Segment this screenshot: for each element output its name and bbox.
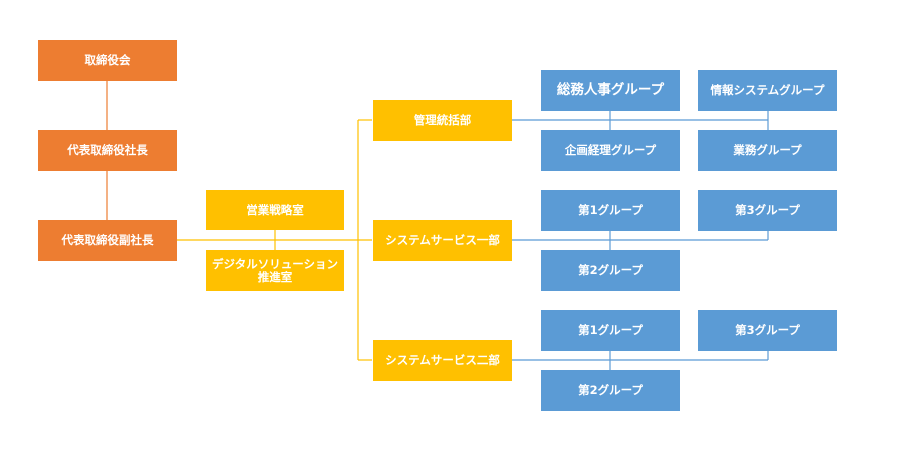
- hr-group-box: 総務人事グループ: [541, 70, 680, 111]
- system1-group-1-box: 第1グループ: [541, 190, 680, 231]
- board-box: 取締役会: [38, 40, 177, 81]
- info-system-group-box: 情報システムグループ: [698, 70, 837, 111]
- ceo-box: 代表取締役社長: [38, 130, 177, 171]
- system-service-2-division-box: システムサービス二部: [373, 340, 512, 381]
- system2-group-1-box: 第1グループ: [541, 310, 680, 351]
- planning-accounting-group-box: 企画経理グループ: [541, 130, 680, 171]
- admin-division-box: 管理統括部: [373, 100, 512, 141]
- sales-strategy-office-box: 営業戦略室: [206, 190, 344, 230]
- system1-group-2-box: 第2グループ: [541, 250, 680, 291]
- vice-president-box: 代表取締役副社長: [38, 220, 177, 261]
- system-service-1-division-box: システムサービス一部: [373, 220, 512, 261]
- system2-group-3-box: 第3グループ: [698, 310, 837, 351]
- business-group-box: 業務グループ: [698, 130, 837, 171]
- system2-group-2-box: 第2グループ: [541, 370, 680, 411]
- system1-group-3-box: 第3グループ: [698, 190, 837, 231]
- digital-solution-office-box: デジタルソリューション推進室: [206, 250, 344, 291]
